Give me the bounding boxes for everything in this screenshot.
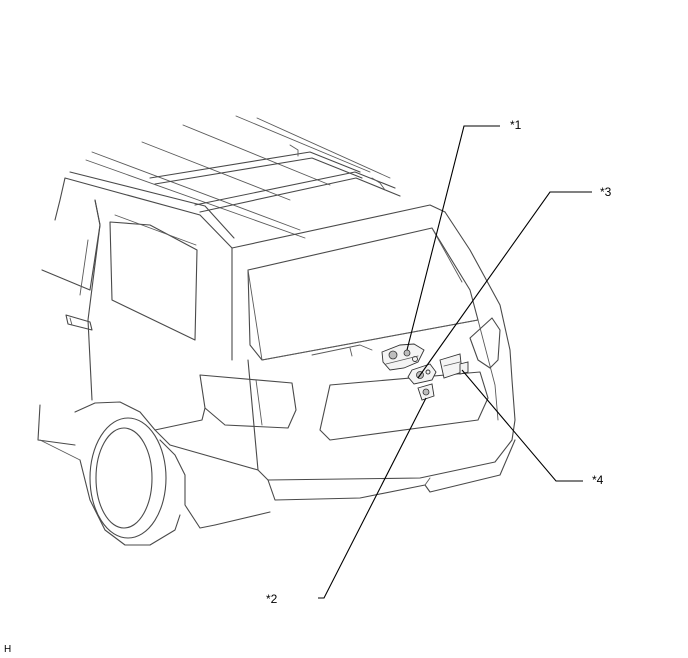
leader-4	[461, 369, 583, 482]
leader-2	[318, 397, 427, 599]
leader-3	[417, 191, 592, 379]
illustration-code: H	[4, 644, 12, 655]
control-module	[439, 353, 469, 379]
roof-rack	[85, 115, 401, 239]
leader-lines	[318, 125, 592, 599]
leader-1	[406, 125, 500, 351]
vehicle-body	[37, 171, 516, 546]
callout-label-1: *1	[510, 118, 522, 132]
back-door-opener-switch	[407, 363, 437, 385]
callout-label-3: *3	[600, 185, 612, 199]
lock-cylinder	[417, 383, 435, 401]
callout-label-4: *4	[592, 473, 604, 487]
back-door-lock-assembly	[381, 343, 425, 371]
callout-label-2: *2	[266, 592, 278, 606]
